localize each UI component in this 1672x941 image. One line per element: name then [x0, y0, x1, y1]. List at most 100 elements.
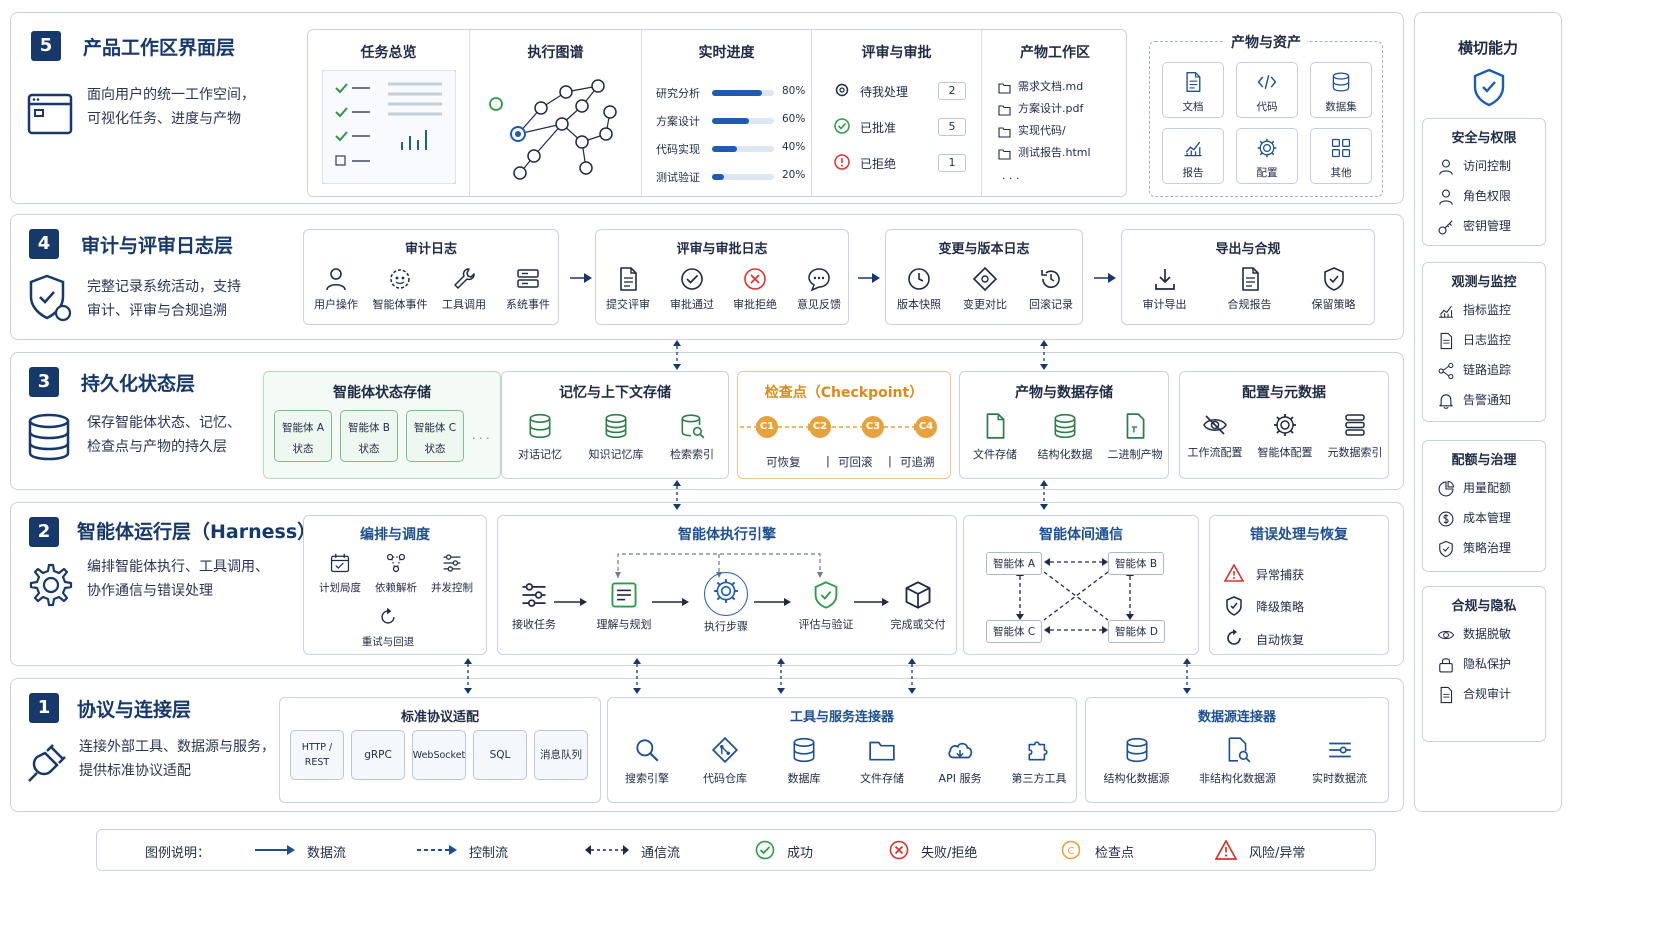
- engine-step[interactable]: 理解与规划: [588, 580, 660, 632]
- audit-item[interactable]: 回滚记录: [1018, 266, 1084, 312]
- engine-step[interactable]: 接收任务: [498, 580, 570, 632]
- comms-agent-node[interactable]: 智能体 B: [1108, 552, 1165, 575]
- engine-step[interactable]: 完成或交付: [882, 580, 954, 632]
- cross-cutting-item[interactable]: 告警通知: [1437, 391, 1511, 410]
- storage-item[interactable]: 知识记忆库: [578, 412, 654, 462]
- artifact-file[interactable]: 需求文档.md: [1018, 80, 1084, 93]
- tool-connector[interactable]: API 服务: [921, 736, 999, 786]
- tool-connector[interactable]: 代码仓库: [686, 736, 764, 786]
- audit-log-panel[interactable]: 变更与版本日志版本快照变更对比回滚记录: [885, 229, 1083, 325]
- asset-tile[interactable]: 配置: [1236, 128, 1298, 184]
- comms-agent-node[interactable]: 智能体 D: [1108, 620, 1165, 643]
- datasource-connector[interactable]: 非结构化数据源: [1187, 736, 1288, 786]
- orchestration-item[interactable]: 并发控制: [422, 552, 482, 595]
- protocol-pill[interactable]: SQL: [473, 730, 527, 780]
- orchestration-item[interactable]: 依赖解析: [366, 552, 426, 595]
- tool-connector[interactable]: 搜索引擎: [608, 736, 686, 786]
- audit-item[interactable]: 意见反馈: [787, 266, 851, 312]
- asset-tile[interactable]: 数据集: [1310, 62, 1372, 118]
- audit-item[interactable]: 审批通过: [660, 266, 724, 312]
- audit-item[interactable]: 审计导出: [1122, 266, 1207, 312]
- protocol-pill[interactable]: 消息队列: [534, 730, 588, 780]
- storage-item[interactable]: 二进制产物: [1100, 412, 1170, 462]
- protocol-pill[interactable]: gRPC: [351, 730, 405, 780]
- review-approval-panel[interactable]: 评审与审批 待我处理 2 已批准 5 已拒绝 1: [812, 30, 982, 196]
- comms-agent-node[interactable]: 智能体 A: [986, 552, 1043, 575]
- audit-item[interactable]: 用户操作: [304, 266, 368, 312]
- audit-log-panel[interactable]: 审计日志用户操作智能体事件工具调用系统事件: [303, 229, 559, 325]
- audit-item[interactable]: 工具调用: [432, 266, 496, 312]
- protocol-pill[interactable]: HTTP / REST: [290, 730, 344, 780]
- storage-item[interactable]: 结构化数据: [1030, 412, 1100, 462]
- asset-tile[interactable]: 代码: [1236, 62, 1298, 118]
- comms-agent-node[interactable]: 智能体 C: [986, 620, 1043, 643]
- artifact-file[interactable]: 实现代码/: [1018, 124, 1066, 137]
- config-metadata-panel[interactable]: 配置与元数据 工作流配置智能体配置元数据索引: [1179, 371, 1389, 479]
- storage-item[interactable]: 文件存储: [960, 412, 1030, 462]
- orchestration-panel[interactable]: 编排与调度 计划局度依赖解析并发控制重试与回退: [303, 515, 487, 655]
- datasource-connector[interactable]: 实时数据流: [1289, 736, 1390, 786]
- execution-engine-panel[interactable]: 智能体执行引擎 接收任务理解与规划执行步骤评估与验证完成或交付: [497, 515, 957, 655]
- cross-cutting-item[interactable]: 策略治理: [1437, 539, 1511, 558]
- cross-cutting-item[interactable]: 成本管理: [1437, 509, 1511, 528]
- artifact-file[interactable]: 方案设计.pdf: [1018, 102, 1084, 115]
- cross-cutting-item[interactable]: 链路追踪: [1437, 361, 1511, 380]
- datasource-connector-panel[interactable]: 数据源连接器 结构化数据源非结构化数据源实时数据流: [1085, 697, 1389, 803]
- cross-cutting-item[interactable]: 日志监控: [1437, 331, 1511, 350]
- audit-item[interactable]: 提交评审: [596, 266, 660, 312]
- audit-item[interactable]: 版本快照: [886, 266, 952, 312]
- execution-graph-panel[interactable]: 执行图谱: [470, 30, 642, 196]
- audit-log-panel[interactable]: 导出与合规审计导出合规报告保留策略: [1121, 229, 1375, 325]
- tool-connector[interactable]: 数据库: [765, 736, 843, 786]
- audit-item[interactable]: 变更对比: [952, 266, 1018, 312]
- cross-cutting-item[interactable]: 指标监控: [1437, 301, 1511, 320]
- storage-item[interactable]: 检索索引: [654, 412, 730, 462]
- cross-cutting-item[interactable]: 合规审计: [1437, 685, 1511, 704]
- orchestration-item[interactable]: 重试与回退: [350, 606, 426, 649]
- checkpoint-dot[interactable]: C2: [809, 416, 831, 438]
- protocol-pill[interactable]: WebSocket: [412, 730, 466, 780]
- tool-connector[interactable]: 第三方工具: [1000, 736, 1078, 786]
- audit-item[interactable]: 审批拒绝: [723, 266, 787, 312]
- config-item[interactable]: 工作流配置: [1180, 412, 1250, 460]
- cross-cutting-item[interactable]: 密钥管理: [1437, 217, 1511, 236]
- artifact-file[interactable]: 测试报告.html: [1018, 146, 1091, 159]
- checkpoint-dot[interactable]: C1: [756, 416, 778, 438]
- artifact-storage-panel[interactable]: 产物与数据存储 文件存储结构化数据二进制产物: [959, 371, 1169, 479]
- error-handling-panel[interactable]: 错误处理与恢复 异常捕获 降级策略 自动恢复: [1209, 515, 1389, 655]
- cross-cutting-item[interactable]: 数据脱敏: [1437, 625, 1511, 644]
- engine-step[interactable]: 评估与验证: [790, 580, 862, 632]
- config-item[interactable]: 智能体配置: [1250, 412, 1320, 460]
- cross-cutting-item[interactable]: 角色权限: [1437, 187, 1511, 206]
- audit-item[interactable]: 系统事件: [496, 266, 560, 312]
- audit-item[interactable]: 智能体事件: [368, 266, 432, 312]
- cross-cutting-item[interactable]: 用量配额: [1437, 479, 1511, 498]
- audit-item[interactable]: 保留策略: [1291, 266, 1376, 312]
- engine-step[interactable]: 执行步骤: [690, 572, 762, 634]
- audit-log-panel[interactable]: 评审与审批日志提交评审审批通过审批拒绝意见反馈: [595, 229, 849, 325]
- orchestration-item[interactable]: 计划局度: [310, 552, 370, 595]
- asset-tile[interactable]: 文档: [1162, 62, 1224, 118]
- task-overview-panel[interactable]: 任务总览: [308, 30, 470, 196]
- asset-tile[interactable]: 报告: [1162, 128, 1224, 184]
- memory-context-panel[interactable]: 记忆与上下文存储 对话记忆知识记忆库检索索引: [501, 371, 729, 479]
- asset-tile[interactable]: 其他: [1310, 128, 1372, 184]
- config-item[interactable]: 元数据索引: [1320, 412, 1390, 460]
- storage-item[interactable]: 对话记忆: [502, 412, 578, 462]
- tool-connector[interactable]: 文件存储: [843, 736, 921, 786]
- cross-cutting-item[interactable]: 访问控制: [1437, 157, 1511, 176]
- checkpoint-dot[interactable]: C4: [915, 416, 937, 438]
- audit-item[interactable]: 合规报告: [1207, 266, 1292, 312]
- datasource-connector[interactable]: 结构化数据源: [1086, 736, 1187, 786]
- checkpoint-dot[interactable]: C3: [862, 416, 884, 438]
- cross-cutting-item[interactable]: 隐私保护: [1437, 655, 1511, 674]
